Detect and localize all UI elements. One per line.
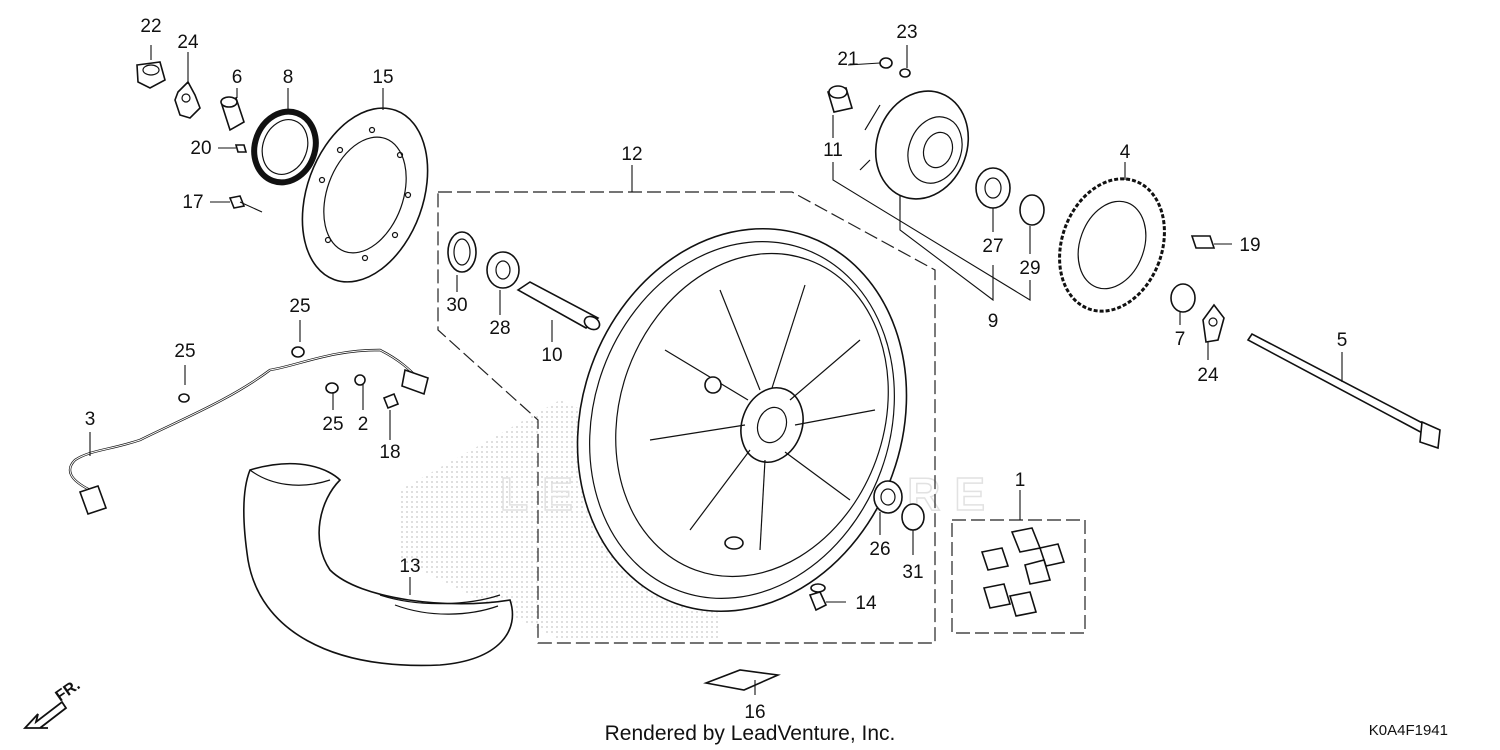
washer-23[interactable] (899, 68, 911, 78)
front-direction-arrow-icon (22, 700, 68, 729)
callout-16: 16 (744, 702, 765, 723)
collar-7[interactable] (1170, 283, 1196, 313)
callout-14: 14 (855, 593, 877, 614)
callout-2: 2 (358, 414, 369, 435)
callout-1: 1 (1015, 470, 1026, 491)
bearing-26[interactable] (873, 480, 903, 514)
callout-29: 29 (1019, 258, 1040, 279)
callout-12: 12 (621, 144, 642, 165)
callout-25-bottom: 25 (322, 414, 343, 435)
dust-seal-8[interactable] (244, 103, 325, 191)
rear-tire[interactable] (242, 462, 514, 667)
o-ring-31[interactable] (901, 503, 925, 531)
bracket-24-left[interactable] (174, 80, 201, 119)
sprocket-flange[interactable] (859, 78, 983, 212)
callout-11: 11 (823, 140, 843, 161)
callout-30: 30 (446, 295, 467, 316)
callout-25-left: 25 (174, 341, 195, 362)
front-direction-label: FR. (53, 677, 84, 706)
nut-22[interactable] (136, 61, 166, 89)
callout-15: 15 (372, 67, 393, 88)
screw-20[interactable] (234, 144, 248, 153)
callout-27: 27 (982, 236, 1003, 257)
wheel-speed-sensor-3[interactable] (68, 346, 429, 516)
callouts: 22 24 6 8 15 20 17 12 30 28 10 25 25 25 … (85, 16, 1348, 723)
callout-9: 9 (988, 311, 999, 332)
callout-18: 18 (379, 442, 400, 463)
callout-5: 5 (1337, 330, 1348, 351)
oil-seal-29[interactable] (1019, 194, 1045, 226)
damper-rubber-1[interactable] (951, 519, 1086, 634)
callout-4: 4 (1120, 142, 1131, 163)
leader-lines (89, 45, 1343, 695)
collar-11[interactable] (826, 85, 854, 113)
wheel-assembly-box (437, 191, 936, 644)
callout-17: 17 (182, 192, 203, 213)
callout-3: 3 (85, 409, 96, 430)
callout-20: 20 (190, 138, 211, 159)
callout-25-top: 25 (289, 296, 310, 317)
callout-8: 8 (283, 67, 294, 88)
bracket-24-right[interactable] (1202, 303, 1225, 343)
balance-weight-16[interactable] (703, 669, 781, 691)
callout-26: 26 (869, 539, 890, 560)
drive-sprocket-4[interactable] (1042, 164, 1182, 326)
callout-21: 21 (837, 49, 858, 70)
callout-22: 22 (140, 16, 161, 37)
callout-24-left: 24 (177, 32, 199, 53)
valve-14[interactable] (808, 583, 828, 612)
callout-28: 28 (489, 318, 510, 339)
axle-5[interactable] (1246, 332, 1441, 450)
callout-7: 7 (1175, 329, 1186, 350)
dust-seal-30[interactable] (447, 231, 477, 273)
rendered-by-footer: Rendered by LeadVenture, Inc. (605, 722, 896, 745)
bolt-17[interactable] (228, 195, 263, 213)
nut-21[interactable] (879, 57, 893, 69)
callout-31: 31 (902, 562, 923, 583)
bolt-19[interactable] (1190, 235, 1216, 249)
bearing-28[interactable] (486, 251, 520, 289)
distance-collar-10[interactable] (516, 281, 602, 332)
callout-23: 23 (896, 22, 917, 43)
callout-10: 10 (541, 345, 562, 366)
callout-24-right: 24 (1197, 365, 1219, 386)
diagram-code: K0A4F1941 (1369, 722, 1448, 739)
callout-6: 6 (232, 67, 243, 88)
collar-6[interactable] (220, 96, 245, 132)
callout-13: 13 (399, 556, 420, 577)
rear-wheel[interactable] (525, 182, 959, 658)
callout-19: 19 (1239, 235, 1260, 256)
brake-disc-15[interactable] (280, 91, 451, 300)
bearing-27[interactable] (975, 167, 1011, 209)
